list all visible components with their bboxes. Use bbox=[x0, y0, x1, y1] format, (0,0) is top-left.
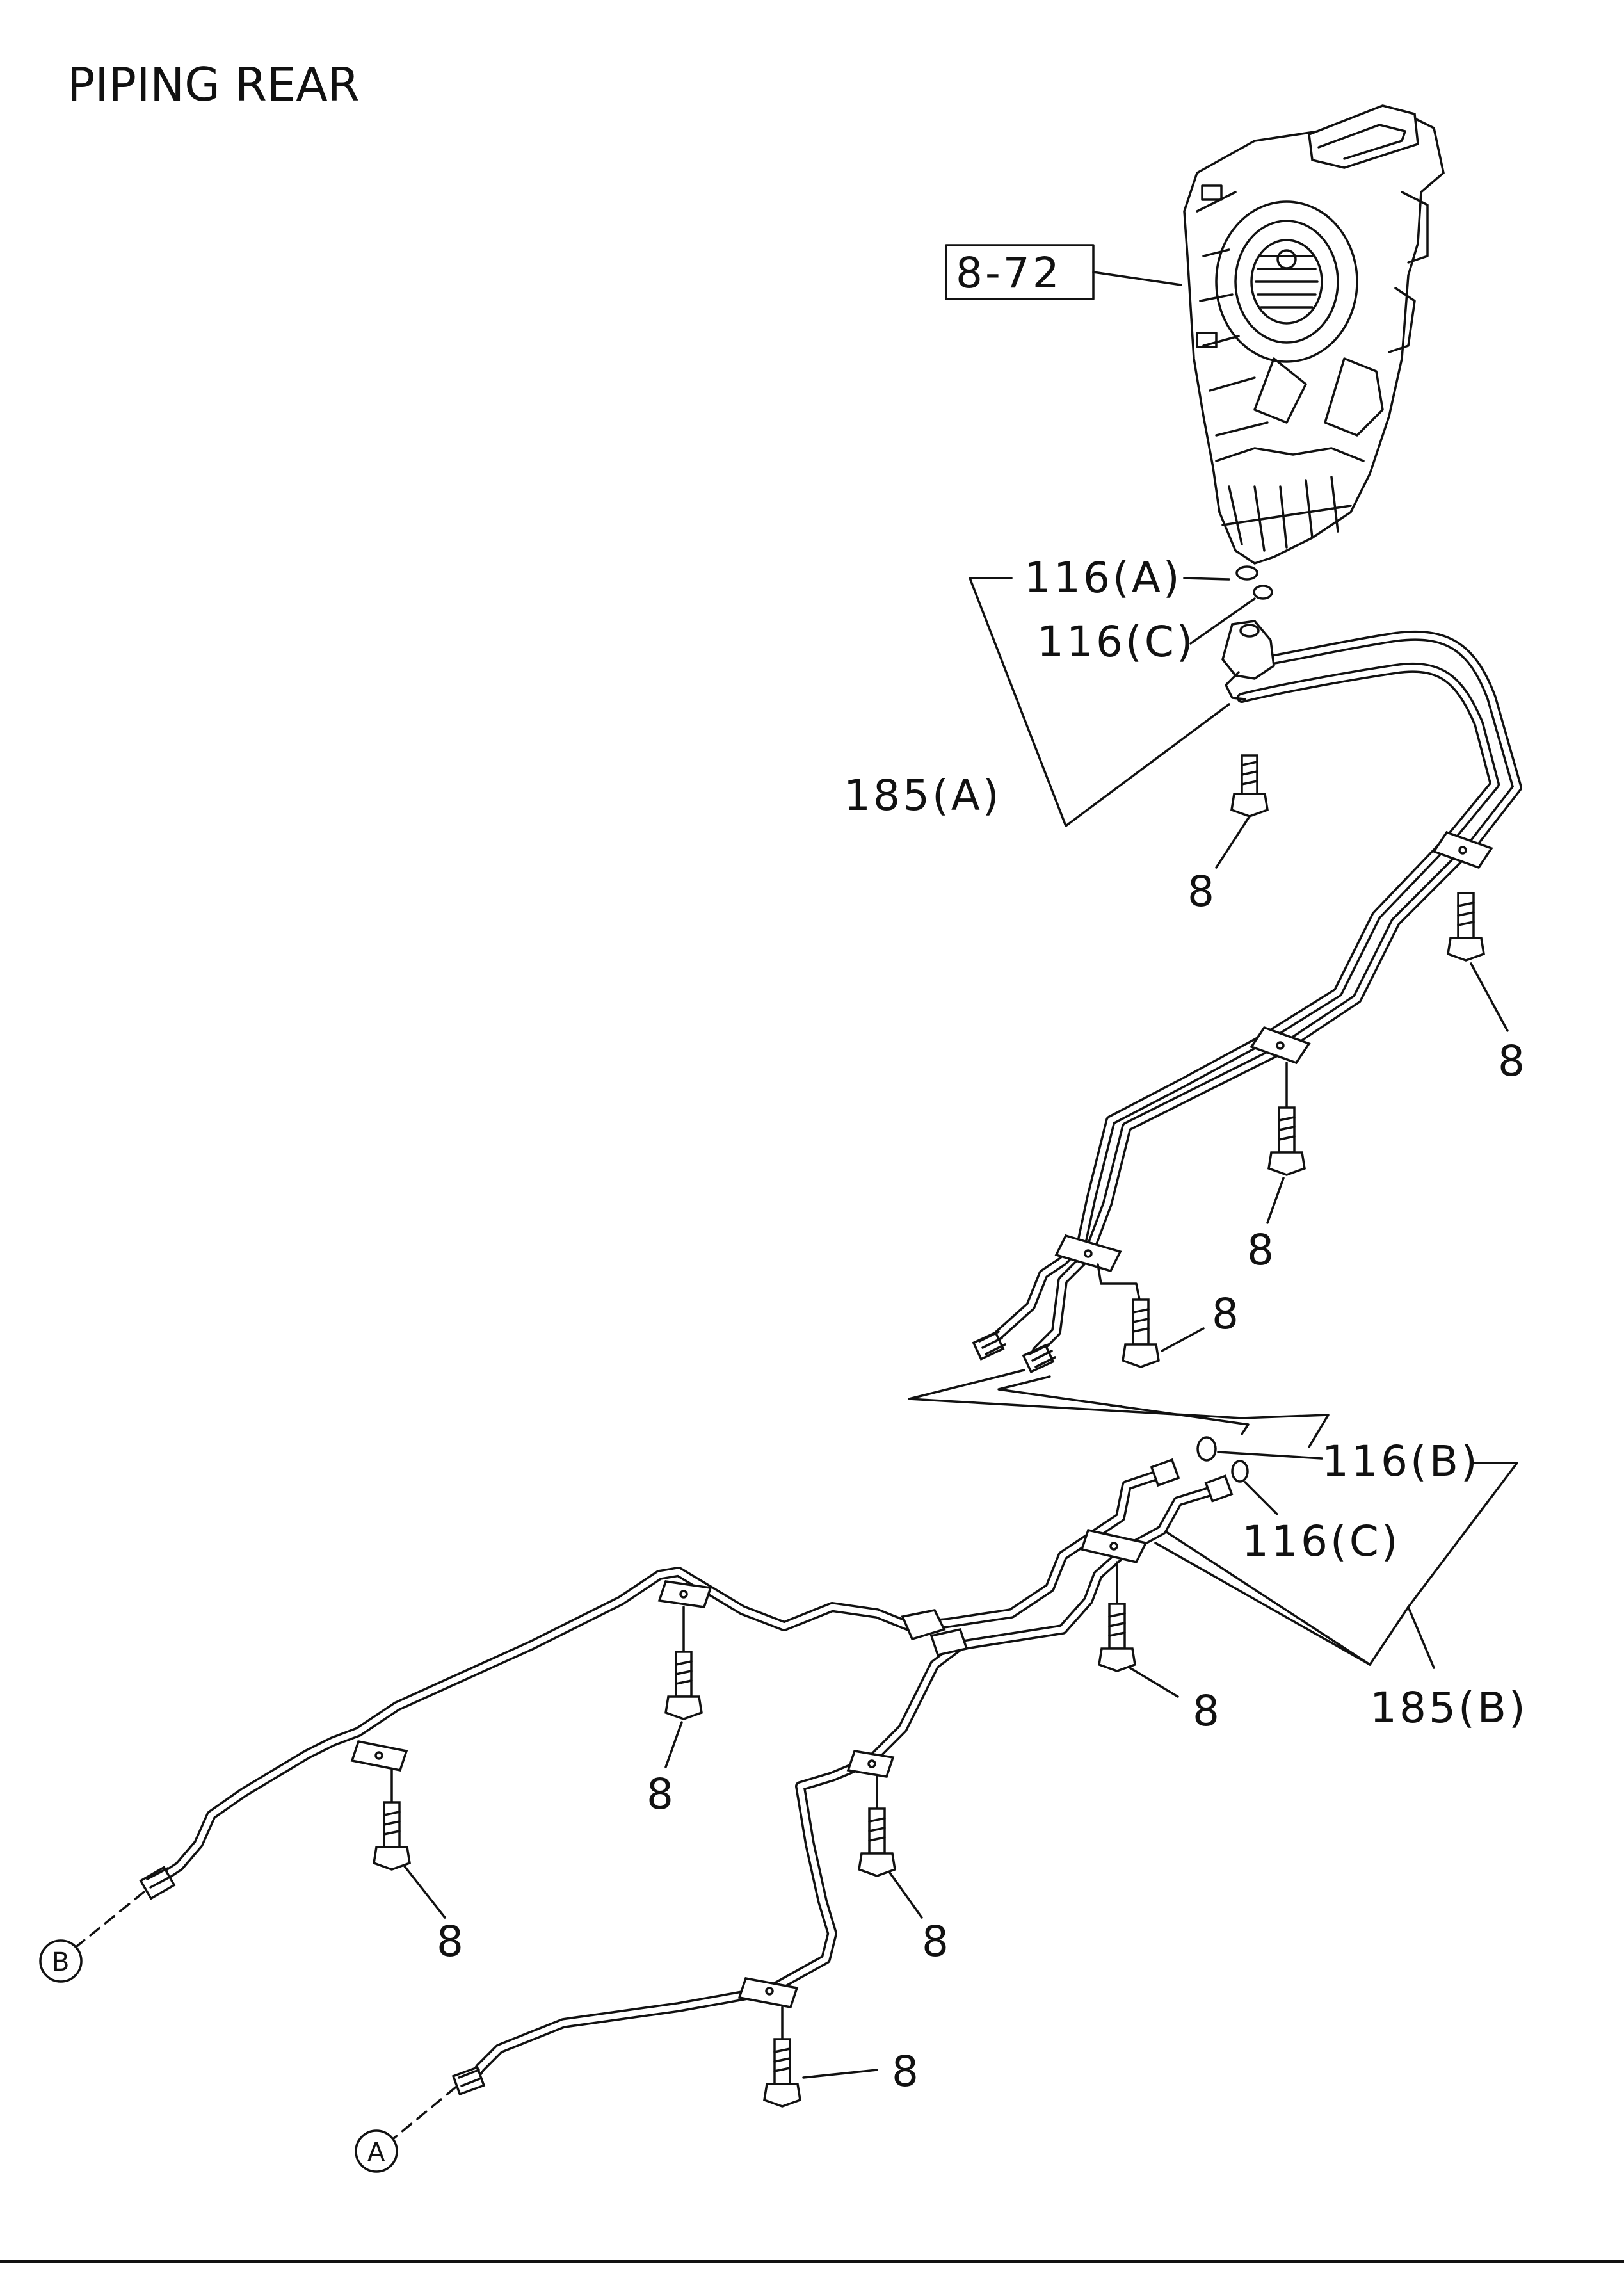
callout-116a-top: 116(A) bbox=[1024, 553, 1182, 602]
ref-8-72-callout: 8-72 bbox=[945, 244, 1182, 300]
callout-bolt-8: 8 bbox=[1212, 1289, 1241, 1339]
callout-bolt-8: 8 bbox=[892, 2047, 921, 2096]
bolt-icon bbox=[763, 2006, 878, 2108]
callout-bolt-8: 8 bbox=[1187, 867, 1217, 916]
callout-bolt-8: 8 bbox=[437, 1917, 466, 1966]
pipe-end-fitting-icon bbox=[972, 1330, 1006, 1361]
callout-group-185b: 116(B) 116(C) 185(B) bbox=[1154, 1436, 1528, 1732]
pipe-end-fitting-icon bbox=[139, 1866, 176, 1900]
connector-b-label: B bbox=[52, 1948, 69, 1977]
o-ring-icon bbox=[1235, 565, 1258, 581]
pipe-end-fitting-icon bbox=[451, 2065, 486, 2096]
o-ring-icon bbox=[1231, 1460, 1249, 1483]
callout-185a: 185(A) bbox=[844, 771, 1002, 820]
blower-unit bbox=[1183, 104, 1445, 565]
o-ring-icon bbox=[1196, 1436, 1217, 1462]
ref-box-label: 8-72 bbox=[956, 248, 1062, 298]
callout-bolt-8: 8 bbox=[1498, 1037, 1527, 1086]
o-ring-icon bbox=[1253, 585, 1273, 600]
connector-a: A bbox=[355, 2086, 457, 2173]
bolt-icon bbox=[664, 1606, 703, 1768]
page-title: PIPING REAR bbox=[67, 58, 360, 111]
callout-bolt-8: 8 bbox=[647, 1770, 676, 1819]
connector-b: B bbox=[39, 1891, 145, 1983]
callout-bolt-8: 8 bbox=[1193, 1686, 1222, 1736]
break-line bbox=[908, 1369, 1330, 1448]
callout-116c-mid: 116(C) bbox=[1242, 1517, 1401, 1566]
pipe-end-fitting-icon bbox=[1022, 1343, 1056, 1374]
pipe-185b bbox=[139, 1458, 1234, 2096]
callout-bolt-8: 8 bbox=[1247, 1225, 1276, 1275]
callout-116b: 116(B) bbox=[1322, 1437, 1480, 1486]
bolt-icon bbox=[1215, 754, 1269, 869]
callout-116c-top: 116(C) bbox=[1037, 617, 1196, 666]
bolt-icon bbox=[373, 1769, 446, 1919]
pipe-185a bbox=[972, 620, 1522, 1374]
callout-185b: 185(B) bbox=[1370, 1683, 1528, 1732]
connector-a-label: A bbox=[367, 2138, 385, 2167]
bolt-icon bbox=[1098, 1561, 1179, 1698]
bolt-icon bbox=[1447, 892, 1509, 1032]
callout-group-185a: 116(A) 116(C) 185(A) bbox=[844, 553, 1273, 827]
bolt-icon bbox=[858, 1775, 923, 1919]
bolt-icon bbox=[1122, 1298, 1205, 1368]
callout-bolt-8: 8 bbox=[922, 1917, 951, 1966]
bolt-icon bbox=[1266, 1062, 1306, 1224]
